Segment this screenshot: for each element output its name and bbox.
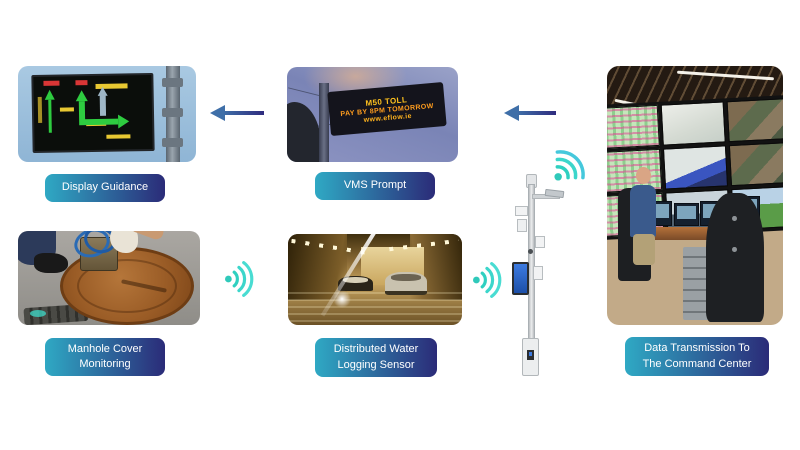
base-control-panel: [527, 350, 534, 360]
operator-person: [636, 167, 651, 184]
wifi-signal-icon: [469, 261, 507, 304]
command-center-photo: [607, 66, 783, 325]
vms-photo: M50 TOLL PAY BY 8PM TOMORROW www.eflow.i…: [287, 67, 458, 162]
worker-boot: [34, 253, 68, 273]
manhole-monitoring-label: Manhole Cover Monitoring: [45, 338, 165, 376]
worker-glove: [110, 231, 138, 253]
wifi-signal-icon: [538, 138, 601, 201]
label-text-line2: The Command Center: [642, 357, 752, 370]
operator-torso: [629, 185, 657, 237]
monitor-data-screen: [607, 104, 660, 149]
monitor-cctv-screen: [728, 141, 783, 186]
display-guidance-photo: [18, 66, 196, 162]
display-guidance-label: Display Guidance: [45, 174, 165, 202]
wifi-signal-icon: [221, 260, 259, 303]
command-center-label: Data Transmission To The Command Center: [625, 337, 769, 376]
monitor-map-screen: [660, 101, 726, 146]
operator-legs: [633, 234, 655, 266]
monitor-cctv-screen: [726, 97, 783, 142]
water-logging-label: Distributed Water Logging Sensor: [315, 338, 437, 377]
antenna-bracket: [515, 206, 528, 216]
flooded-tunnel-photo: [288, 234, 462, 325]
arrow-head: [504, 105, 519, 121]
light-flare: [333, 290, 352, 309]
led-guidance-panel: [31, 72, 155, 154]
guidance-arrows-graphic: [37, 80, 131, 139]
arrow-shaft: [223, 111, 264, 115]
paint-mark: [30, 310, 46, 317]
pole-bracket: [162, 108, 183, 117]
vms-pole: [319, 83, 329, 162]
antenna-bracket: [517, 219, 527, 232]
pole-display-screen: [512, 262, 529, 295]
submerged-car: [385, 272, 428, 296]
camera-icon: [528, 249, 533, 254]
foreground-chair: [705, 192, 764, 323]
vms-display-board: M50 TOLL PAY BY 8PM TOMORROW www.eflow.i…: [327, 82, 447, 136]
tree-silhouette: [287, 102, 321, 162]
pole-shaft: [528, 184, 535, 342]
desktop-monitor: [673, 203, 699, 226]
screen-bracket: [533, 266, 543, 280]
smart-pole: [505, 174, 565, 379]
left-arrow-icon: [504, 104, 556, 122]
label-text-line1: Distributed Water: [333, 343, 419, 356]
label-text-line2: Logging Sensor: [337, 358, 415, 371]
pole-bracket: [162, 78, 183, 87]
label-text: VMS Prompt: [343, 179, 407, 192]
manhole-photo: [18, 231, 200, 325]
arrow-shaft: [517, 111, 556, 115]
label-text: Display Guidance: [61, 181, 149, 194]
vms-prompt-label: VMS Prompt: [315, 172, 435, 200]
equipment-box: [535, 236, 545, 248]
arrow-head: [210, 105, 225, 121]
pole-base-cabinet: [522, 338, 539, 376]
pole-bracket: [162, 138, 183, 147]
left-arrow-icon: [210, 104, 264, 122]
flood-water: [288, 292, 462, 325]
label-text-line1: Manhole Cover: [67, 342, 143, 355]
monitor-chart-screen: [662, 144, 728, 190]
label-text-line2: Monitoring: [79, 358, 131, 370]
label-text-line1: Data Transmission To: [644, 342, 750, 355]
cover-ring: [77, 259, 177, 313]
